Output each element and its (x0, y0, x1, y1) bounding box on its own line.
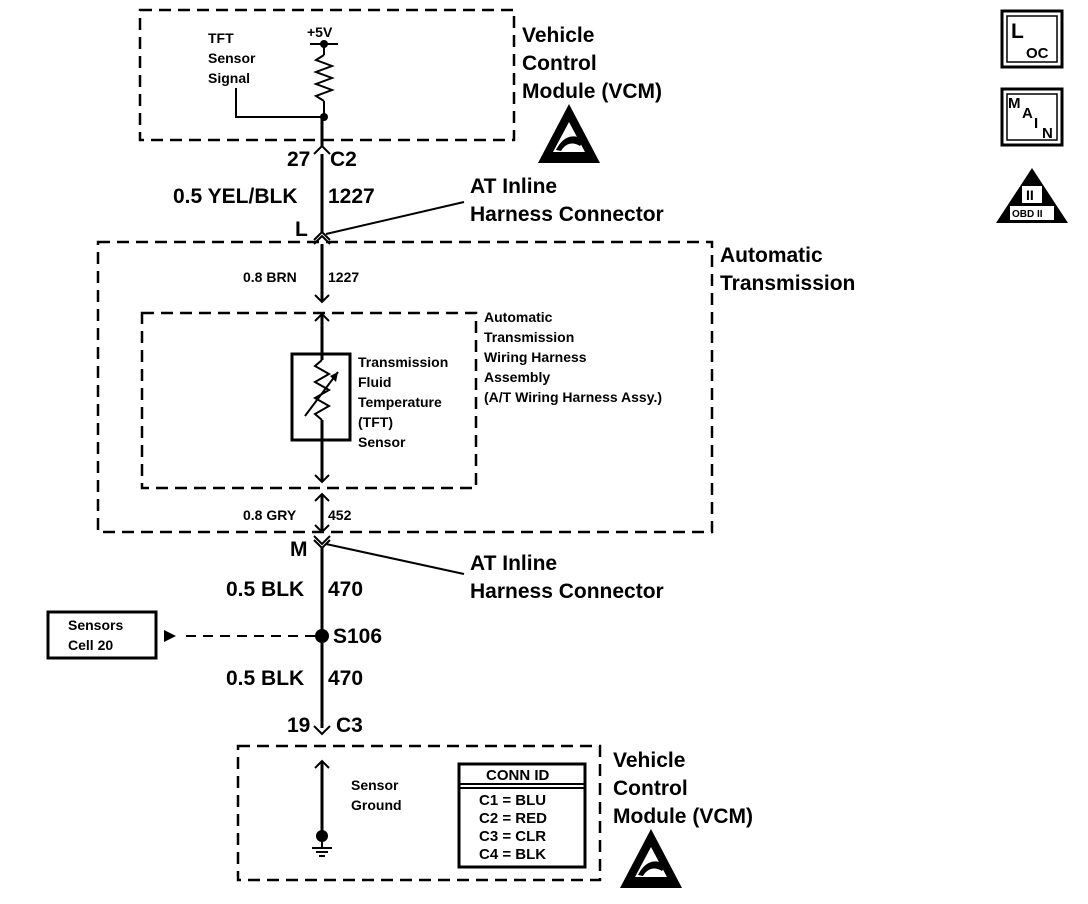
wire-brn-label: 0.8 BRN (243, 269, 297, 285)
c3-connector-symbol (313, 725, 331, 736)
pullup-resistor (313, 54, 335, 102)
auto-trans-box (96, 240, 714, 534)
auto-trans-label-1: Automatic (720, 244, 823, 267)
obd-ii-icon-top: II (1026, 187, 1034, 203)
splice-s106-label: S106 (333, 625, 382, 648)
m-connector-leader (325, 543, 465, 575)
sensors-ref-label-2: Cell 20 (68, 637, 113, 653)
harness-assy-label-3: Wiring Harness (484, 349, 587, 365)
harness-assy-label-5: (A/T Wiring Harness Assy.) (484, 389, 662, 405)
sensor-ground-label-1: Sensor (351, 777, 399, 793)
l-connector-label-1: AT Inline (470, 175, 557, 198)
brn-connector-1 (314, 294, 330, 304)
vcm-top-box (138, 8, 516, 142)
vcm-bottom-title-1: Vehicle (613, 749, 685, 772)
main-icon: M A I N (1000, 87, 1064, 147)
c2-connector-symbol (313, 144, 331, 155)
tft-sensor-label-5: Sensor (358, 434, 406, 450)
sensors-ref-box (46, 610, 158, 660)
tft-signal-label-2: Sensor (208, 50, 256, 66)
vcm-top-title-3: Module (VCM) (522, 80, 662, 103)
m-connector-upper (313, 535, 331, 546)
harness-assy-label-1: Automatic (484, 309, 553, 325)
l-connector-upper (313, 230, 331, 241)
wire-brn-circuit: 1227 (328, 269, 359, 285)
conn-id-row-3: C3 = CLR (479, 828, 546, 845)
wire-yel-blk-label: 0.5 YEL/BLK (173, 185, 297, 208)
l-connector-leader (325, 201, 465, 235)
obd-ii-icon-bottom: OBD II (1012, 209, 1043, 220)
c3-pin: 19 (287, 714, 310, 737)
tft-sensor-label-1: Transmission (358, 354, 448, 370)
esd-warning-icon-top (538, 104, 600, 163)
m-connector-pin: M (290, 538, 308, 561)
esd-warning-icon-bottom (620, 829, 682, 888)
main-icon-a: A (1022, 105, 1033, 122)
m-connector-label-1: AT Inline (470, 552, 557, 575)
conn-id-row-4: C4 = BLK (479, 846, 546, 863)
tft-thermistor-arrow (304, 371, 339, 417)
tft-sensor-label-2: Fluid (358, 374, 391, 390)
vcm-top-title-1: Vehicle (522, 24, 594, 47)
main-icon-i: I (1034, 115, 1038, 132)
tft-signal-label-1: TFT (208, 30, 234, 46)
wire-gry-circuit: 452 (328, 507, 352, 523)
tft-sensor-label-4: (TFT) (358, 414, 393, 430)
c2-name: C2 (330, 148, 357, 171)
c2-pin: 27 (287, 148, 310, 171)
signal-lead (235, 88, 324, 118)
tft-signal-label-3: Signal (208, 70, 250, 86)
vcm-bottom-title-2: Control (613, 777, 688, 800)
conn-id-table (457, 762, 587, 869)
wire-blk-upper-circuit: 470 (328, 578, 363, 601)
tft-sensor-label-3: Temperature (358, 394, 442, 410)
conn-id-header: CONN ID (486, 767, 550, 784)
harness-assy-label-4: Assembly (484, 369, 550, 385)
obd-ii-icon: II OBD II (996, 168, 1068, 223)
wire-gry-label: 0.8 GRY (243, 507, 297, 523)
conn-id-row-1: C1 = BLU (479, 792, 546, 809)
wire-yel-blk-circuit: 1227 (328, 185, 375, 208)
l-connector-pin: L (295, 218, 308, 241)
main-icon-n: N (1042, 125, 1053, 142)
wire-blk-lower-label: 0.5 BLK (226, 667, 304, 690)
wire-blk-upper-label: 0.5 BLK (226, 578, 304, 601)
main-icon-m: M (1008, 95, 1021, 112)
gry-connector-1 (314, 474, 330, 484)
vcm-top-title-2: Control (522, 52, 597, 75)
sensors-ref-arrow (164, 630, 176, 642)
c3-name: C3 (336, 714, 363, 737)
ground-node (316, 830, 328, 842)
tft-thermistor (312, 359, 332, 421)
loc-icon-oc: OC (1026, 45, 1049, 62)
vcm-bottom-title-3: Module (VCM) (613, 805, 753, 828)
auto-trans-label-2: Transmission (720, 272, 855, 295)
sensors-ref-label-1: Sensors (68, 617, 123, 633)
harness-assy-label-2: Transmission (484, 329, 574, 345)
loc-icon-l: L (1011, 20, 1024, 43)
voltage-label: +5V (307, 24, 333, 40)
wire-blk-lower-circuit: 470 (328, 667, 363, 690)
conn-id-row-2: C2 = RED (479, 810, 547, 827)
loc-icon: L OC (1000, 9, 1064, 69)
l-connector-label-2: Harness Connector (470, 203, 664, 226)
sensor-ground-label-2: Ground (351, 797, 402, 813)
m-connector-label-2: Harness Connector (470, 580, 664, 603)
vcm-bottom-box (236, 744, 602, 882)
harness-assy-box (140, 311, 478, 490)
